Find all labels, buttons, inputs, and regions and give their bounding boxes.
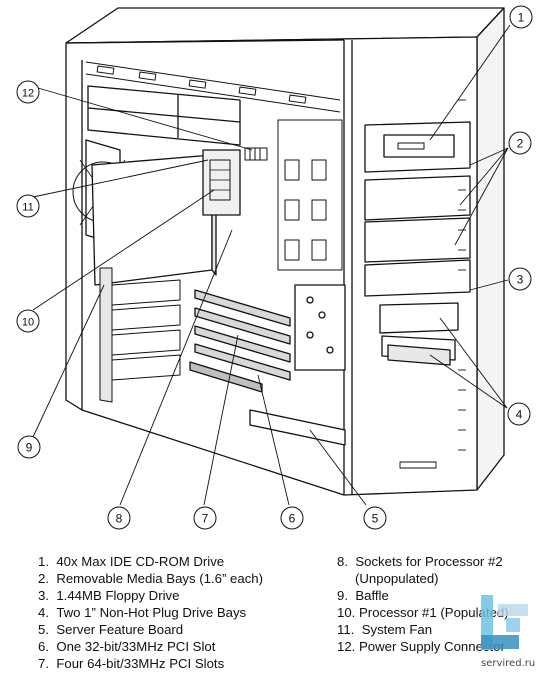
callout-8: 8	[107, 506, 131, 530]
watermark-text: servired.ru	[481, 658, 536, 669]
rear-rail	[85, 61, 341, 113]
svg-text:12: 12	[22, 88, 34, 100]
legend-item: 8. Sockets for Processor #2	[337, 553, 549, 570]
callout-7: 7	[193, 506, 217, 530]
legend-text: One 32-bit/33MHz PCI Slot	[56, 639, 216, 654]
svg-text:8: 8	[116, 512, 123, 526]
legend-text: 40x Max IDE CD-ROM Drive	[56, 554, 225, 569]
callout-3: 3	[508, 267, 532, 291]
svg-text:7: 7	[202, 512, 209, 526]
legend-num: 7.	[38, 656, 49, 671]
pci-slots	[189, 289, 291, 393]
legend-item: (Unpopulated)	[337, 570, 549, 587]
callout-1: 1	[509, 5, 533, 29]
server-chassis-diagram: 1 2 3 4 5 6 7 8 9 10 11 12	[16, 5, 533, 530]
legend-num: 2.	[38, 571, 49, 586]
legend-text: Four 64-bit/33MHz PCI Slots	[56, 656, 225, 671]
legend-text: System Fan	[361, 622, 433, 637]
legend-num: 10.	[337, 605, 356, 620]
legend-item: 11. System Fan	[337, 621, 549, 638]
svg-text:2: 2	[517, 137, 524, 151]
legend-item: 3. 1.44MB Floppy Drive	[38, 587, 328, 604]
legend-num: 5.	[38, 622, 49, 637]
callout-6: 6	[280, 506, 304, 530]
svg-text:3: 3	[517, 273, 524, 287]
legend-num: 11.	[337, 622, 355, 637]
legend-item: 2. Removable Media Bays (1.6” each)	[38, 570, 328, 587]
legend-right: 8. Sockets for Processor #2 (Unpopulated…	[337, 553, 549, 655]
legend-item: 7. Four 64-bit/33MHz PCI Slots	[38, 655, 328, 672]
legend-item: 4. Two 1” Non-Hot Plug Drive Bays	[38, 604, 328, 621]
power-supply	[87, 85, 241, 146]
legend-item: 6. One 32-bit/33MHz PCI Slot	[38, 638, 328, 655]
legend-num: 3.	[38, 588, 49, 603]
callout-4: 4	[507, 402, 531, 426]
svg-text:10: 10	[22, 317, 34, 329]
legend-text: Removable Media Bays (1.6” each)	[56, 571, 264, 586]
callout-2: 2	[508, 131, 532, 155]
leader-lines	[32, 24, 511, 506]
legend-item: 5. Server Feature Board	[38, 621, 328, 638]
servired-watermark: servired.ru	[476, 590, 549, 679]
svg-text:1: 1	[518, 11, 525, 25]
callout-5: 5	[363, 506, 387, 530]
svg-text:4: 4	[516, 408, 523, 422]
processor-1	[202, 149, 241, 216]
legend-text: Sockets for Processor #2	[355, 554, 503, 569]
legend-text: 1.44MB Floppy Drive	[56, 588, 180, 603]
legend-num: 8.	[337, 554, 348, 569]
svg-text:11: 11	[22, 202, 33, 214]
watermark-logo-icon	[481, 595, 528, 650]
svg-text:6: 6	[289, 512, 296, 526]
front-vent-slots	[399, 99, 466, 469]
legend-num: 4.	[38, 605, 49, 620]
legend-text: Processor #1 (Populated)	[359, 605, 509, 620]
callout-11: 11	[16, 194, 40, 218]
power-supply-connector	[244, 147, 268, 161]
legend-num: 1.	[38, 554, 49, 569]
legend-text: Two 1” Non-Hot Plug Drive Bays	[56, 605, 247, 620]
legend-left: 1. 40x Max IDE CD-ROM Drive 2. Removable…	[38, 553, 328, 672]
expansion-slot-covers	[99, 267, 181, 403]
legend-item: 10. Processor #1 (Populated)	[337, 604, 549, 621]
legend-text: Power Supply Connector	[359, 639, 505, 654]
callouts: 1 2 3 4 5 6 7 8 9 10 11 12	[16, 5, 533, 530]
legend-num: 12.	[337, 639, 356, 654]
callout-9: 9	[17, 435, 41, 459]
legend-item: 1. 40x Max IDE CD-ROM Drive	[38, 553, 328, 570]
legend-text: Server Feature Board	[56, 622, 184, 637]
legend-text: (Unpopulated)	[355, 571, 439, 586]
legend-item: 9. Baffle	[337, 587, 549, 604]
callout-10: 10	[16, 309, 40, 333]
front-drive-bays	[364, 121, 471, 366]
svg-text:9: 9	[26, 441, 33, 455]
legend-num: 6.	[38, 639, 49, 654]
legend-num: 9.	[337, 588, 348, 603]
server-feature-board	[249, 284, 346, 446]
legend-item: 12. Power Supply Connector	[337, 638, 549, 655]
callout-12: 12	[16, 80, 40, 104]
legend-text: Baffle	[355, 588, 389, 603]
baffle	[91, 154, 217, 286]
drive-cage-divider	[277, 119, 343, 271]
svg-text:5: 5	[372, 512, 379, 526]
